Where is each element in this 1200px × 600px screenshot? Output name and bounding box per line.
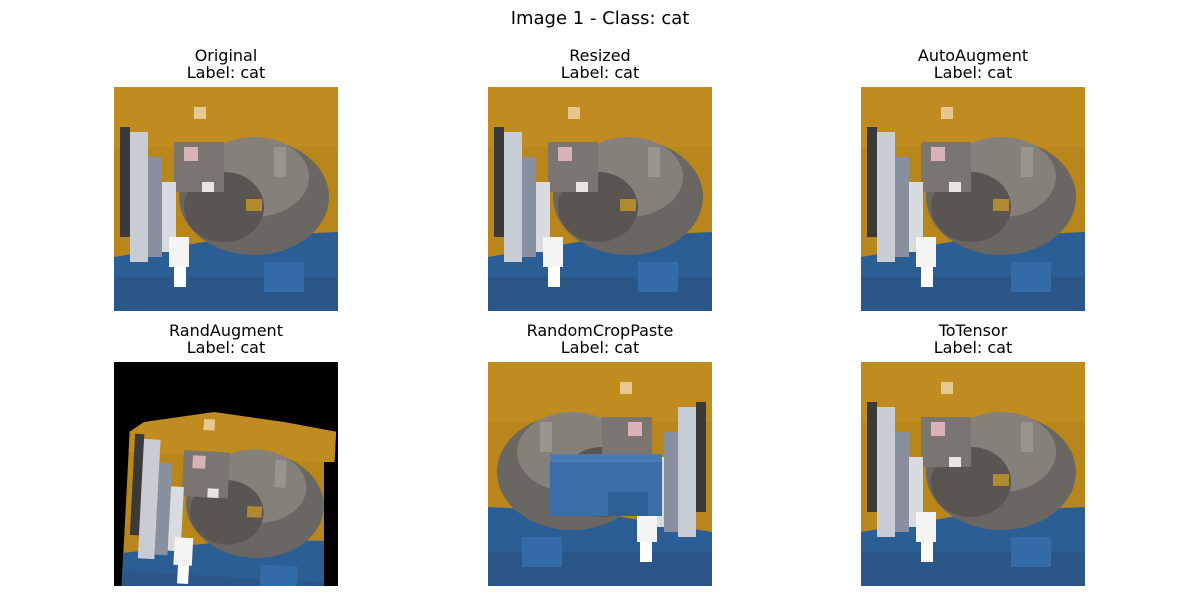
panel-name: ToTensor	[938, 321, 1008, 340]
panel-autoaugment: AutoAugment Label: cat	[861, 47, 1085, 311]
cat-image	[114, 362, 338, 586]
image-totensor	[861, 362, 1085, 586]
panel-label: Label: cat	[560, 338, 640, 357]
panel-title: Original Label: cat	[114, 47, 338, 81]
panel-resized: Resized Label: cat	[488, 47, 712, 311]
panel-title: ToTensor Label: cat	[861, 322, 1085, 356]
panel-name: Original	[194, 46, 258, 65]
panel-label: Label: cat	[933, 63, 1013, 82]
panel-label: Label: cat	[186, 63, 266, 82]
cat-image	[861, 362, 1085, 586]
figure-title: Image 1 - Class: cat	[510, 8, 690, 29]
panel-title: RandAugment Label: cat	[114, 322, 338, 356]
panel-totensor: ToTensor Label: cat	[861, 322, 1085, 586]
panel-label: Label: cat	[933, 338, 1013, 357]
panel-original: Original Label: cat	[114, 47, 338, 311]
panel-label: Label: cat	[186, 338, 266, 357]
panel-name: AutoAugment	[917, 46, 1029, 65]
image-randomcroppaste	[488, 362, 712, 586]
cat-image	[488, 87, 712, 311]
image-resized	[488, 87, 712, 311]
image-original	[114, 87, 338, 311]
cat-image	[861, 87, 1085, 311]
panel-name: RandomCropPaste	[526, 321, 674, 340]
panel-name: RandAugment	[169, 321, 283, 340]
image-autoaugment	[861, 87, 1085, 311]
panel-label: Label: cat	[560, 63, 640, 82]
panel-randaugment: RandAugment Label: cat	[114, 322, 338, 586]
panel-name: Resized	[569, 46, 631, 65]
panel-title: Resized Label: cat	[488, 47, 712, 81]
cat-image	[488, 362, 712, 586]
panel-title: AutoAugment Label: cat	[861, 47, 1085, 81]
panel-title: RandomCropPaste Label: cat	[488, 322, 712, 356]
cat-image	[114, 87, 338, 311]
image-randaugment	[114, 362, 338, 586]
panel-randomcroppaste: RandomCropPaste Label: cat	[488, 322, 712, 586]
